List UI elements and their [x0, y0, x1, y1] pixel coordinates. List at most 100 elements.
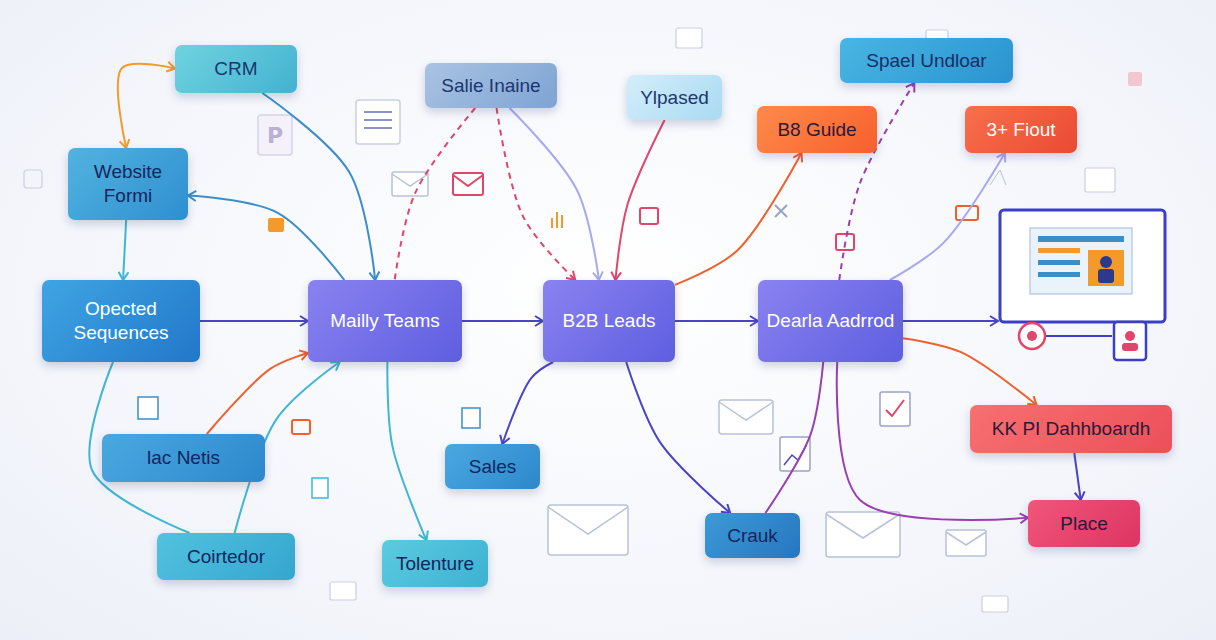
process-box: Tolenture — [382, 540, 488, 587]
checklist-icon — [880, 392, 910, 426]
node-label: B8 Guide — [777, 118, 856, 142]
note-icon — [676, 28, 702, 48]
node-label: Coirtedor — [187, 545, 265, 569]
monitor-stand — [1040, 335, 1112, 337]
monitor-illustration — [1000, 210, 1165, 360]
monitor-screen — [1030, 228, 1132, 294]
node-label: CRM — [214, 57, 257, 81]
gear-icon — [1019, 323, 1045, 349]
screen-bar — [1038, 236, 1124, 242]
node-label: Spael Undloar — [866, 49, 986, 73]
tag-icon — [292, 420, 310, 434]
decoration — [24, 28, 1165, 612]
envelope-icon — [719, 400, 773, 434]
screen-bar — [1038, 260, 1080, 265]
screen-image — [1088, 250, 1124, 286]
document-icon — [312, 478, 328, 498]
chart-icon — [784, 446, 806, 465]
process-box: Mailly Teams — [308, 280, 462, 362]
flow-arrow — [462, 320, 543, 322]
node-label: B2B Leads — [563, 309, 656, 333]
checklist-icon — [886, 400, 904, 416]
robot-icon — [640, 208, 658, 224]
node-label: KK PI Dahhboardh — [992, 417, 1150, 441]
process-box: Sales — [445, 444, 540, 489]
envelope-icon — [392, 172, 428, 196]
envelope-icon — [548, 507, 628, 534]
lock-icon — [268, 218, 284, 232]
screen-figure — [1098, 269, 1114, 283]
screen-bar — [1038, 272, 1080, 277]
flow-arrow — [626, 362, 730, 513]
node-label: Salie Inaine — [441, 74, 540, 98]
flow-line — [903, 320, 998, 322]
screen-figure — [1100, 256, 1112, 268]
flow-arrow — [497, 108, 576, 280]
gear-icon — [1027, 331, 1037, 341]
process-box: KK PI Dahhboardh — [970, 405, 1172, 453]
process-box: Dearla Aadrrod — [758, 280, 903, 362]
node-label: Crauk — [727, 524, 778, 548]
process-box: Crauk — [705, 513, 800, 558]
envelope-icons — [392, 172, 986, 557]
document-icon — [258, 115, 292, 155]
node-label: 3+ Fiout — [986, 118, 1055, 142]
flow-arrow — [118, 64, 175, 148]
flow-arrow — [890, 153, 1005, 280]
note-icon — [330, 582, 356, 600]
close-mark — [775, 205, 787, 217]
process-box: Spael Undloar — [840, 38, 1013, 83]
process-box: Place — [1028, 500, 1140, 547]
process-box: Ylpased — [627, 75, 722, 120]
node-label: Dearla Aadrrod — [767, 309, 895, 333]
process-box: lac Netis — [102, 434, 265, 482]
profile-icon — [1125, 331, 1135, 341]
flow-arrow — [510, 108, 599, 280]
flow-arrow — [395, 108, 475, 280]
note-icon — [982, 596, 1008, 612]
process-box: 3+ Fiout — [965, 106, 1077, 153]
document-lines — [364, 112, 392, 128]
node-label: Ylpased — [640, 86, 709, 110]
node-label: Mailly Teams — [330, 309, 439, 333]
envelope-icon — [826, 512, 900, 557]
profile-icon — [1114, 322, 1146, 360]
flow-arrow — [903, 338, 1037, 405]
flow-arrow — [387, 362, 426, 540]
flow-arrow — [123, 220, 126, 280]
process-box: Opected Sequences — [42, 280, 200, 362]
screen-bar — [1038, 248, 1080, 253]
flow-arrow — [675, 153, 801, 285]
monitor-frame — [1000, 210, 1165, 322]
badge-icon — [24, 170, 42, 188]
envelope-icon — [453, 173, 483, 195]
flow-arrow — [615, 120, 664, 280]
lock-icon — [1128, 72, 1142, 86]
bar-icon — [552, 212, 562, 228]
process-box: Salie Inaine — [425, 63, 557, 108]
envelope-icon — [719, 402, 773, 420]
flow-arrow — [200, 320, 308, 322]
envelope-icon — [826, 514, 900, 538]
flow-arrow — [675, 320, 758, 322]
node-label: lac Netis — [147, 446, 220, 470]
document-icon — [356, 100, 400, 144]
envelope-icon — [453, 175, 483, 186]
process-box: Website Formi — [68, 148, 188, 220]
node-label: Tolenture — [396, 552, 474, 576]
process-box: B2B Leads — [543, 280, 675, 362]
flow-arrow — [262, 93, 375, 280]
process-box: B8 Guide — [757, 106, 877, 153]
document-icon — [462, 408, 480, 428]
node-label: Sales — [469, 455, 517, 479]
process-box: Coirtedor — [157, 533, 295, 580]
edge-group — [89, 64, 1080, 540]
envelope-icon — [548, 505, 628, 555]
flow-arrow — [502, 362, 553, 444]
node-label: Website Formi — [76, 160, 180, 208]
node-label: Opected Sequences — [50, 297, 192, 345]
envelope-icon — [946, 530, 986, 556]
flow-arrow — [765, 362, 823, 513]
